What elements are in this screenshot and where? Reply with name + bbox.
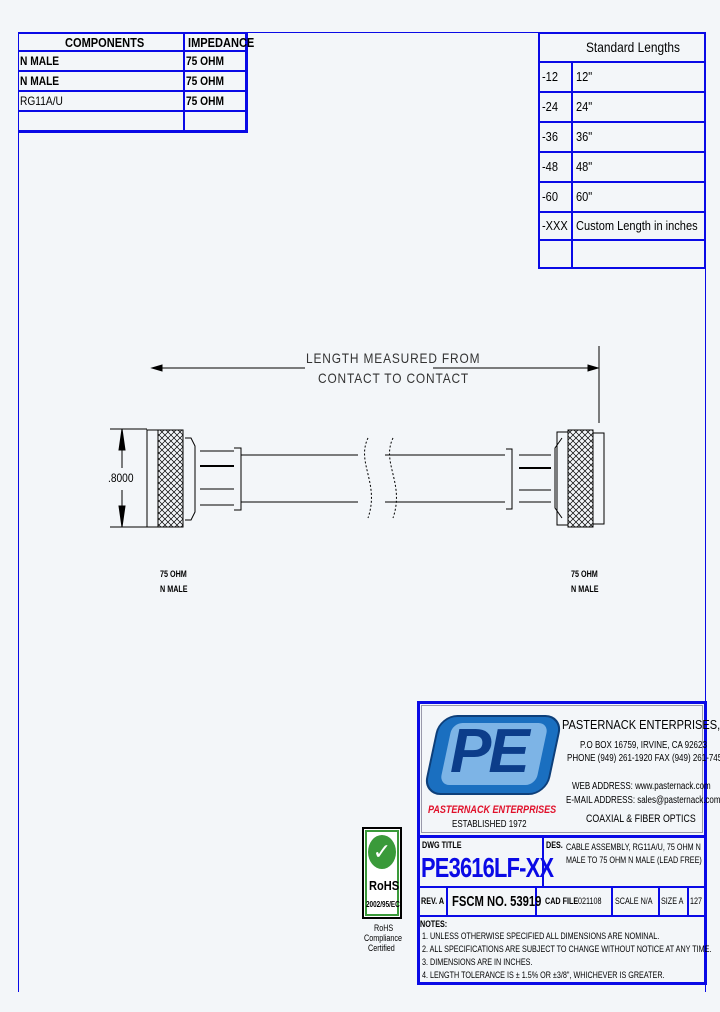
- length-code: -48: [542, 159, 558, 174]
- length-value: 36": [576, 129, 593, 144]
- note: 3. DIMENSIONS ARE IN INCHES.: [422, 957, 533, 967]
- length-dimension-line: [150, 346, 600, 423]
- company-phone: PHONE (949) 261-1920 FAX (949) 261-7451: [567, 753, 720, 764]
- rev: REV. A: [421, 896, 445, 906]
- established: ESTABLISHED 1972: [452, 819, 527, 830]
- length-value: 12": [576, 69, 593, 84]
- right-connector-impedance: 75 OHM: [571, 569, 598, 579]
- impedance-cell: 75 OHM: [186, 54, 224, 68]
- fscm-number: FSCM NO. 53919: [452, 893, 542, 910]
- lengths-header: Standard Lengths: [586, 39, 680, 55]
- col-header-components: COMPONENTS: [65, 35, 145, 50]
- left-connector-impedance: 75 OHM: [160, 569, 187, 579]
- impedance-cell: 75 OHM: [186, 74, 224, 88]
- frame-right: [705, 32, 706, 992]
- left-connector: [146, 429, 242, 528]
- right-connector-type: N MALE: [571, 584, 599, 594]
- scale: SCALE N/A: [615, 896, 653, 906]
- note: 4. LENGTH TOLERANCE IS ± 1.5% OR ±3/8", …: [422, 970, 665, 980]
- rohs-caption: Certified: [368, 943, 395, 953]
- frame-left: [18, 32, 19, 992]
- company-email: E-MAIL ADDRESS: sales@pasternack.com: [566, 795, 720, 806]
- company-name: PASTERNACK ENTERPRISES, INC.: [562, 717, 720, 732]
- note: 1. UNLESS OTHERWISE SPECIFIED ALL DIMENS…: [422, 931, 660, 941]
- frame-top: [18, 32, 706, 33]
- length-note-line1: LENGTH MEASURED FROM: [306, 350, 481, 366]
- company-tagline: COAXIAL & FIBER OPTICS: [586, 813, 696, 825]
- size: SIZE A: [661, 896, 684, 906]
- col-header-impedance: IMPEDANCE: [188, 35, 255, 50]
- length-value: 24": [576, 99, 593, 114]
- length-code: -60: [542, 189, 558, 204]
- length-code: -XXX: [542, 218, 568, 233]
- cable: [241, 437, 505, 519]
- cad-file-label: CAD FILE: [545, 896, 579, 906]
- logo-letters: PE: [450, 717, 530, 786]
- checkmark-icon: ✓: [368, 835, 396, 869]
- length-code: -24: [542, 99, 558, 114]
- component-cell: RG11A/U: [20, 94, 63, 108]
- left-connector-type: N MALE: [160, 584, 188, 594]
- note: 2. ALL SPECIFICATIONS ARE SUBJECT TO CHA…: [422, 944, 712, 954]
- component-cell: N MALE: [20, 54, 60, 68]
- des-label: DES.: [546, 840, 563, 850]
- diameter-dimension: [110, 428, 147, 528]
- description-line2: MALE TO 75 OHM N MALE (LEAD FREE): [566, 855, 702, 865]
- right-connector: [506, 429, 605, 528]
- logo-name: PASTERNACK ENTERPRISES: [428, 804, 557, 816]
- length-note-line2: CONTACT TO CONTACT: [318, 370, 470, 386]
- length-code: -12: [542, 69, 558, 84]
- rohs-caption: RoHS: [374, 923, 394, 933]
- rohs-caption: Compliance: [364, 933, 403, 943]
- length-value: Custom Length in inches: [576, 218, 698, 233]
- diameter-value: .8000: [108, 471, 134, 485]
- impedance-cell: 75 OHM: [186, 94, 224, 108]
- notes-label: NOTES:: [420, 919, 448, 929]
- company-web: WEB ADDRESS: www.pasternack.com: [572, 781, 711, 792]
- length-code: -36: [542, 129, 558, 144]
- company-address: P.O BOX 16759, IRVINE, CA 92623: [580, 740, 707, 751]
- description-line1: CABLE ASSEMBLY, RG11A/U, 75 OHM N: [566, 842, 701, 852]
- dwg-title: PE3616LF-XX: [421, 852, 554, 883]
- rohs-logo-text: RoHS: [369, 878, 400, 893]
- rohs-directive: 2002/95/EC: [366, 900, 400, 909]
- length-value: 48": [576, 159, 593, 174]
- component-cell: N MALE: [20, 74, 60, 88]
- dwg-title-label: DWG TITLE: [422, 840, 462, 850]
- sheet: 127: [690, 896, 703, 906]
- length-value: 60": [576, 189, 593, 204]
- cad-file: 021108: [578, 896, 602, 906]
